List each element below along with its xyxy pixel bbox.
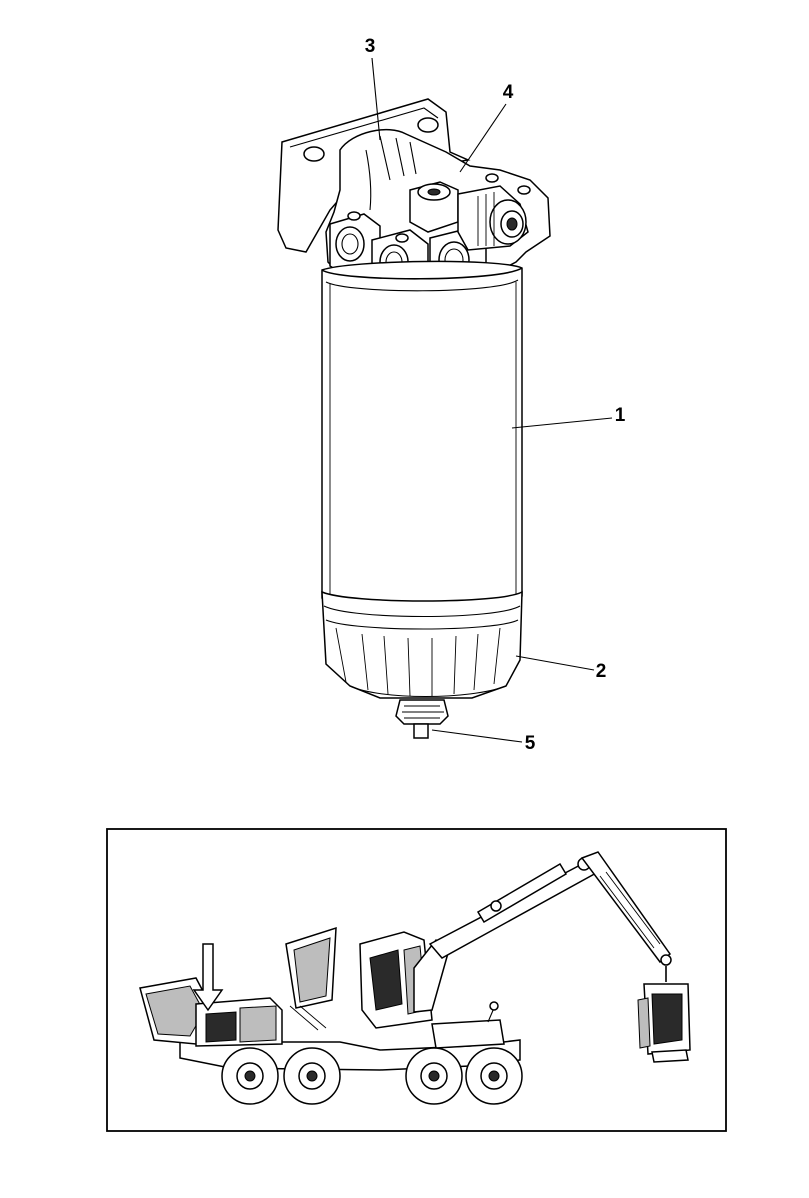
location-arrow-icon: [192, 943, 224, 1012]
callout-1: 1: [615, 405, 626, 426]
machine-location-inset: [106, 828, 727, 1132]
callout-leaders: [371, 57, 613, 743]
fuel-filter-assembly: 3 4 1 2 5: [277, 36, 626, 754]
callout-4: 4: [503, 82, 514, 103]
primer-pump: [457, 185, 529, 251]
drain-valve: [395, 699, 449, 739]
water-separator-bowl: [321, 590, 523, 699]
callout-3: 3: [365, 36, 376, 57]
filter-bowl: [321, 260, 523, 606]
wheels: [221, 1047, 523, 1105]
callout-2: 2: [596, 661, 607, 682]
callout-5: 5: [525, 733, 536, 754]
harvester-machine: [139, 851, 691, 1105]
